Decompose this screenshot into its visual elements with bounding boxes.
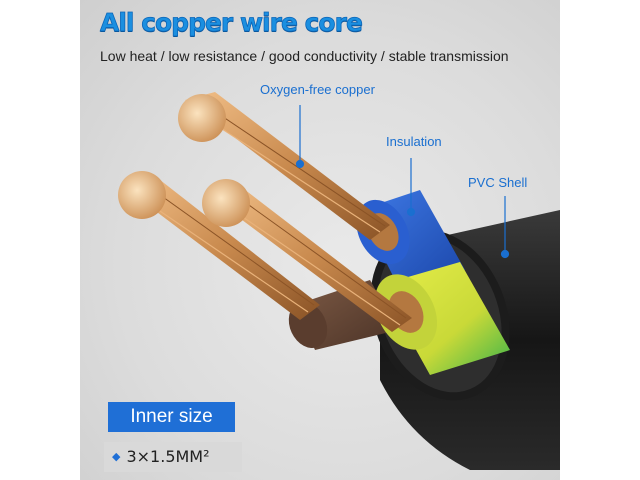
inner-size-heading: Inner size <box>108 402 235 432</box>
page-title: All copper wire core <box>100 8 364 38</box>
size-spec-value: 3×1.5MM² <box>126 447 210 466</box>
size-spec: ◆ 3×1.5MM² <box>104 442 242 472</box>
copper-strands-top <box>178 92 390 240</box>
callout-insulation: Insulation <box>386 134 442 149</box>
callout-leaders <box>295 105 510 259</box>
callout-copper: Oxygen-free copper <box>260 82 375 97</box>
product-image-panel: All copper wire core Low heat / low resi… <box>80 0 560 480</box>
callout-shell: PVC Shell <box>468 175 528 190</box>
copper-strands-middle <box>202 179 412 332</box>
cable-illustration <box>118 92 560 470</box>
feature-subtitle: Low heat / low resistance / good conduct… <box>100 48 509 64</box>
diamond-icon: ◆ <box>112 450 121 463</box>
copper-strands-left <box>118 171 320 320</box>
